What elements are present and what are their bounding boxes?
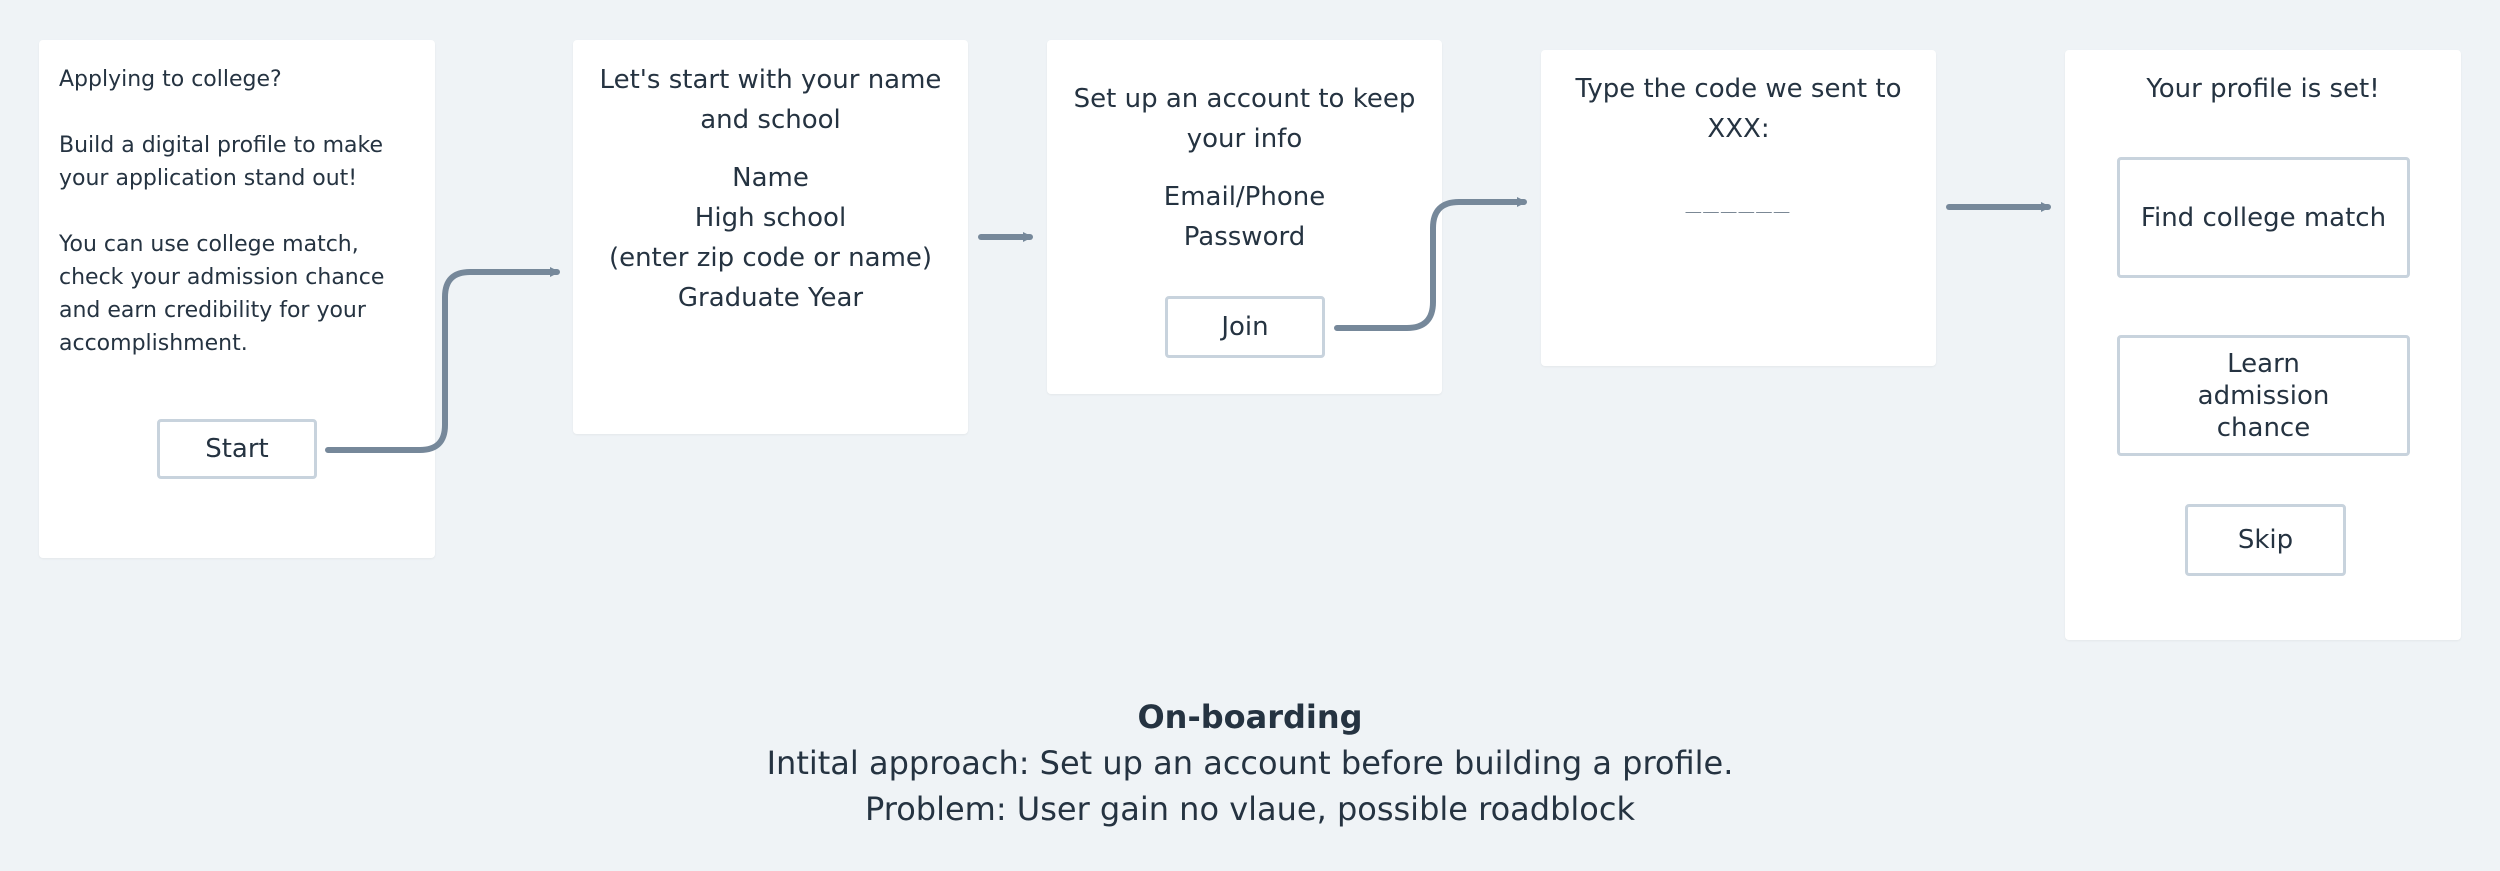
caption-problem: Problem: User gain no vlaue, possible ro… [865, 790, 1635, 828]
verify-code-screen-card: Type the code we sent to XXX: ______ [1541, 50, 1936, 366]
find-college-match-button[interactable]: Find college match [2117, 157, 2410, 278]
skip-button[interactable]: Skip [2185, 504, 2346, 576]
name-school-screen-card: Let's start with your name and school Na… [573, 40, 968, 434]
profile-set-screen-card: Your profile is set! Find college match … [2065, 50, 2461, 640]
password-field-label: Password [1183, 222, 1306, 252]
zip-or-name-hint: (enter zip code or name) [608, 243, 933, 273]
start-button[interactable]: Start [157, 419, 317, 479]
name-school-heading-line-2: and school [700, 105, 841, 135]
intro-features: You can use college match, check your ad… [59, 232, 385, 356]
verification-code-input[interactable]: ______ [1685, 184, 1792, 214]
name-school-heading-line-1: Let's start with your name [599, 65, 942, 95]
name-field-label: Name [732, 163, 809, 193]
spacer [1047, 159, 1442, 177]
intro-question: Applying to college? [59, 67, 282, 92]
intro-screen-card: Applying to college? Build a digital pro… [39, 40, 435, 558]
spacer [1541, 149, 1936, 179]
learn-admission-chance-button[interactable]: Learn admission chance [2117, 335, 2410, 456]
graduate-year-field-label: Graduate Year [677, 283, 864, 313]
account-heading-line-1: Set up an account to keep [1073, 84, 1416, 114]
caption-title: On-boarding [1137, 698, 1363, 736]
spacer [573, 140, 968, 158]
caption-approach: Intital approach: Set up an account befo… [766, 744, 1734, 782]
account-heading-line-2: your info [1186, 124, 1303, 154]
profile-set-heading: Your profile is set! [2146, 74, 2380, 104]
email-phone-field-label: Email/Phone [1163, 182, 1326, 212]
join-button[interactable]: Join [1165, 296, 1325, 358]
verify-heading-line-2: XXX: [1707, 114, 1770, 144]
diagram-caption: On-boarding Intital approach: Set up an … [0, 694, 2500, 832]
high-school-field-label: High school [694, 203, 847, 233]
intro-pitch: Build a digital profile to make your app… [59, 133, 384, 191]
account-screen-card: Set up an account to keep your info Emai… [1047, 40, 1442, 394]
verify-heading-line-1: Type the code we sent to [1575, 74, 1902, 104]
